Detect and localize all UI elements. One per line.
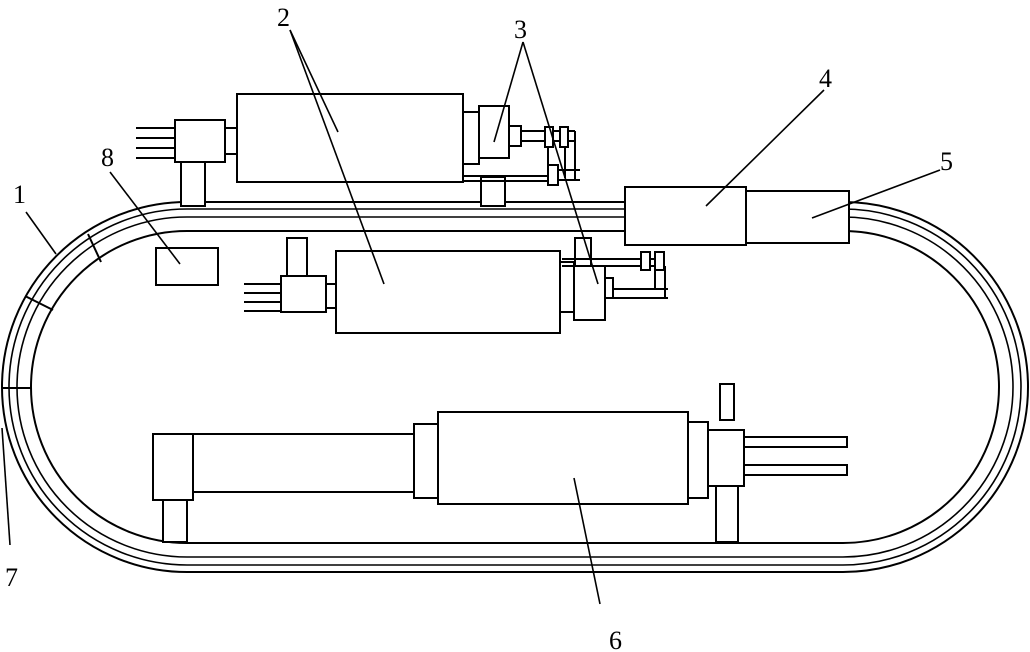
- upper-left-post: [180, 159, 206, 207]
- upper-coupling: [478, 105, 510, 159]
- track-units: [624, 186, 850, 246]
- middle-post: [286, 237, 308, 277]
- number-labels: 2 3 4 5 8 1 7 6: [5, 3, 953, 652]
- label-3: 3: [514, 15, 527, 44]
- label-8: 8: [101, 143, 114, 172]
- track-joints: [2, 233, 102, 389]
- label-5: 5: [940, 147, 953, 176]
- lower-end-cap: [152, 433, 194, 501]
- lower-machine: [152, 383, 848, 543]
- label-6: 6: [609, 626, 622, 652]
- upper-machine: [136, 93, 580, 207]
- lower-main-body: [437, 411, 689, 505]
- unit-8: [155, 247, 219, 286]
- middle-main-body: [335, 250, 561, 334]
- lower-coupling: [707, 429, 745, 487]
- upper-end-block: [174, 119, 226, 163]
- lower-left-post: [162, 497, 188, 543]
- label-2: 2: [277, 3, 290, 32]
- middle-coupling: [573, 265, 606, 321]
- leader-lines: [1, 29, 941, 605]
- middle-machine: [244, 237, 668, 334]
- unit-5: [745, 190, 850, 244]
- lower-right-post: [715, 481, 739, 543]
- label-7: 7: [5, 563, 18, 592]
- lower-arm: [191, 433, 415, 493]
- middle-end-block: [280, 275, 327, 313]
- label-1: 1: [13, 180, 26, 209]
- unit-4: [624, 186, 747, 246]
- upper-main-body: [236, 93, 464, 183]
- label-4: 4: [819, 64, 832, 93]
